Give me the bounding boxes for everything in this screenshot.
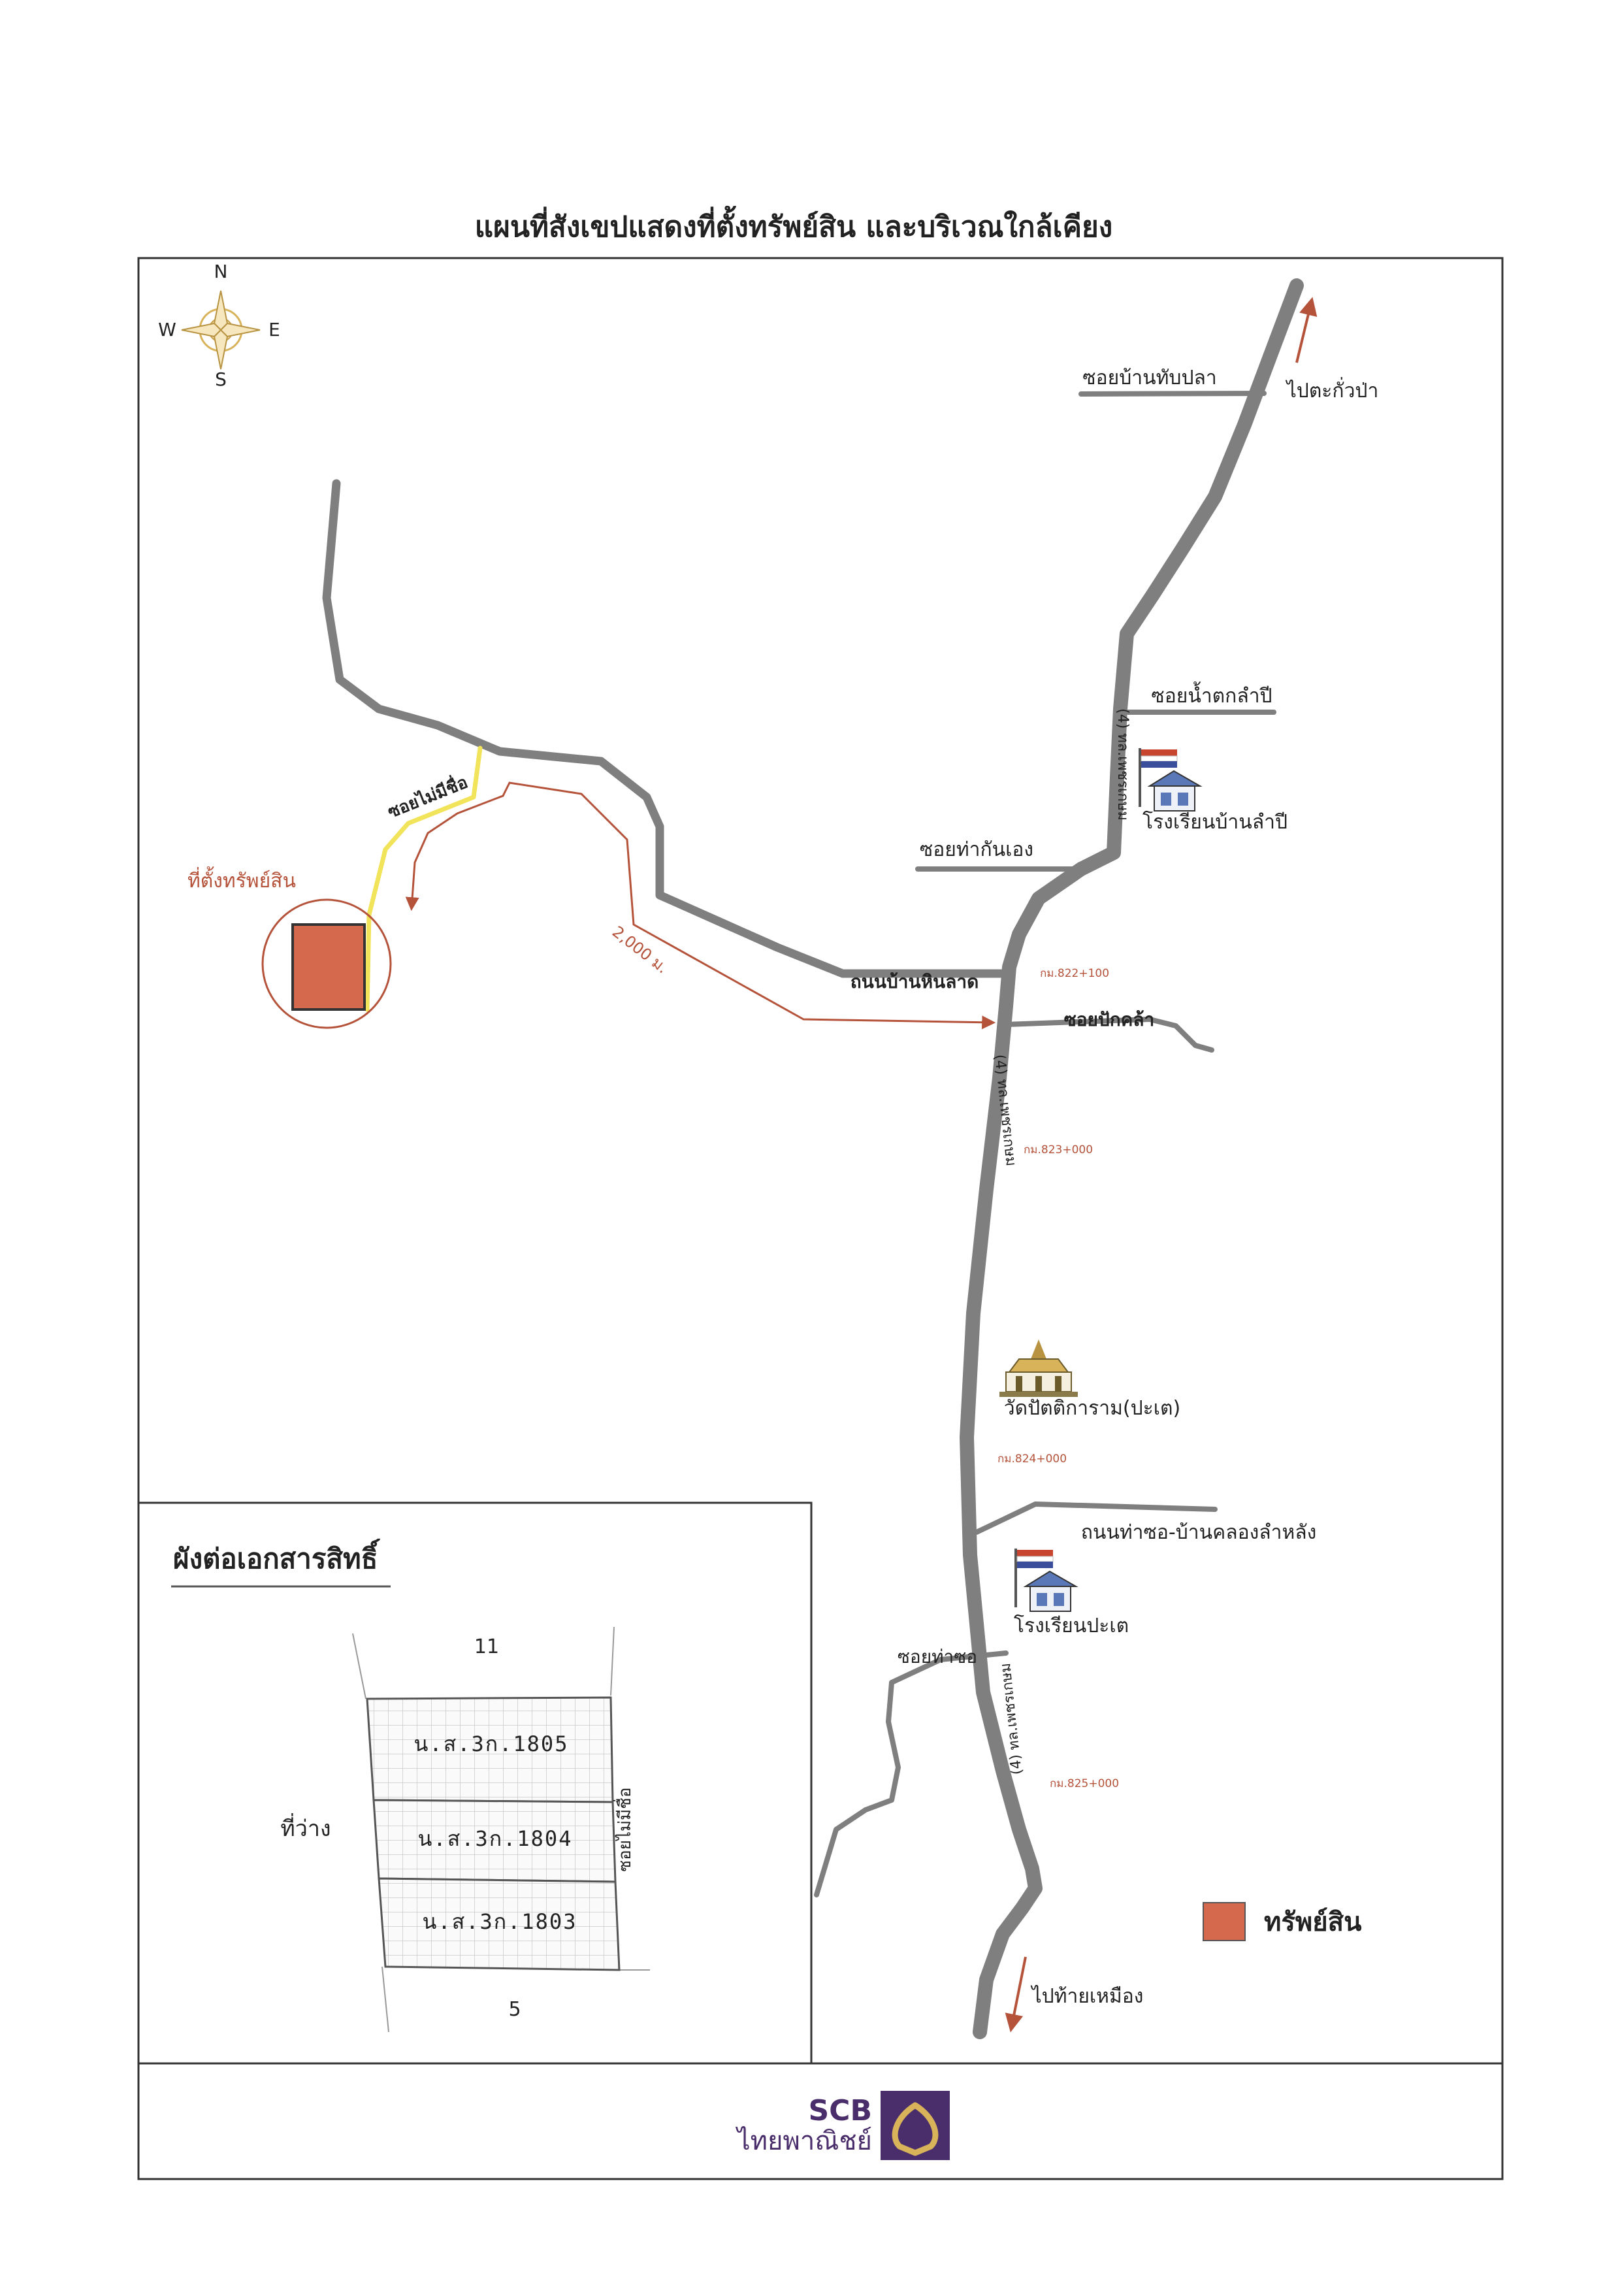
school-icon [1014, 1549, 1078, 1612]
road-tha-so-label: ถนนท่าซอ-บ้านคลองลำหลัง [1081, 1521, 1317, 1544]
soi-mai-mi-chue-road [364, 746, 483, 1012]
school-lam-pi-label: โรงเรียนบ้านลำปี [1142, 810, 1288, 834]
road-tha-so-khlong-lam-lang [974, 1501, 1218, 1535]
to-thai-mueang-label: ไปท้ายเหมือง [1031, 1984, 1144, 2008]
property-marker [291, 923, 366, 1011]
km-marker-822: กม.822+100 [1040, 967, 1109, 980]
brand-name-en: SCB [808, 2094, 872, 2127]
soi-nam-tok-lam-pi-label: ซอยน้ำตกลำปี [1151, 681, 1272, 708]
inset-right-neighbor: ซอยไม่มีชื่อ [613, 1787, 635, 1871]
compass-rose-icon [181, 290, 261, 370]
km-marker-825: กม.825+000 [1050, 1777, 1119, 1790]
plot-1805-label: น.ส.3ก.1805 [414, 1731, 569, 1756]
compass-w-label: W [158, 319, 176, 340]
soi-tha-so-road [814, 1650, 1009, 1897]
property-location-circle [261, 898, 392, 1029]
plot-1803-label: น.ส.3ก.1803 [423, 1909, 577, 1934]
scb-logo-icon [881, 2091, 950, 2160]
property-location-label: ที่ตั้งทรัพย์สิน [187, 866, 296, 893]
distance-label: 2,000 ม. [609, 923, 672, 977]
legend-label: ทรัพย์สิน [1264, 1907, 1361, 1937]
highway-label-north: (4) ทล.เพชรเกษม [1114, 708, 1131, 821]
inset-left-neighbor: ที่ว่าง [280, 1813, 331, 1842]
km-marker-824: กม.824+000 [997, 1452, 1067, 1466]
map-frame [137, 257, 1504, 2180]
km-marker-823: กม.823+000 [1024, 1143, 1093, 1156]
road-ban-hin-lat-label: ถนนบ้านหินลาด [850, 971, 979, 992]
school-pate-label: โรงเรียนปะเต [1014, 1614, 1129, 1637]
soi-ban-thap-pla-road [1078, 391, 1267, 397]
route-arrow [405, 781, 996, 1030]
highway-phetkasem [960, 278, 1304, 2039]
inset-bottom-neighbor: 5 [508, 1998, 521, 2021]
temple-icon [999, 1339, 1078, 1397]
inset-top-neighbor: 11 [474, 1635, 499, 1658]
inset-title: ผังต่อเอกสารสิทธิ์ [173, 1538, 381, 1575]
soi-pak-kasa-label: ซอยปักคล้า [1064, 1009, 1155, 1030]
soi-ban-thap-pla-label: ซอยบ้านทับปลา [1082, 367, 1216, 389]
inset-boundary-left [352, 1633, 366, 1699]
to-thai-mueang-arrow [1005, 1956, 1027, 2033]
plot-1803 [378, 1877, 621, 1971]
brand-name-th: ไทยพาณิชย์ [736, 2126, 872, 2156]
soi-pak-kasa-road [1003, 1017, 1214, 1053]
compass-n-label: N [214, 261, 228, 282]
to-takua-pa-arrow [1295, 297, 1318, 363]
ban-hin-lat-road [322, 479, 1007, 978]
inset-boundary-right [610, 1626, 615, 1696]
soi-tha-so-label: ซอยท่าซอ [898, 1646, 977, 1667]
inset-boundary-left-lower [381, 1966, 389, 2033]
plot-1804-label: น.ส.3ก.1804 [418, 1826, 573, 1851]
compass-e-label: E [268, 319, 280, 340]
wat-label: วัดปัตติการาม(ปะเต) [1004, 1397, 1180, 1420]
map-title: แผนที่สังเขปแสดงที่ตั้งทรัพย์สิน และบริเ… [475, 205, 1113, 244]
school-icon [1139, 748, 1203, 812]
to-takua-pa-label: ไปตะกั่วป่า [1286, 377, 1379, 402]
soi-tha-kan-eng-label: ซอยท่ากันเอง [920, 838, 1033, 861]
legend-swatch [1203, 1902, 1246, 1941]
compass-s-label: S [215, 369, 227, 390]
